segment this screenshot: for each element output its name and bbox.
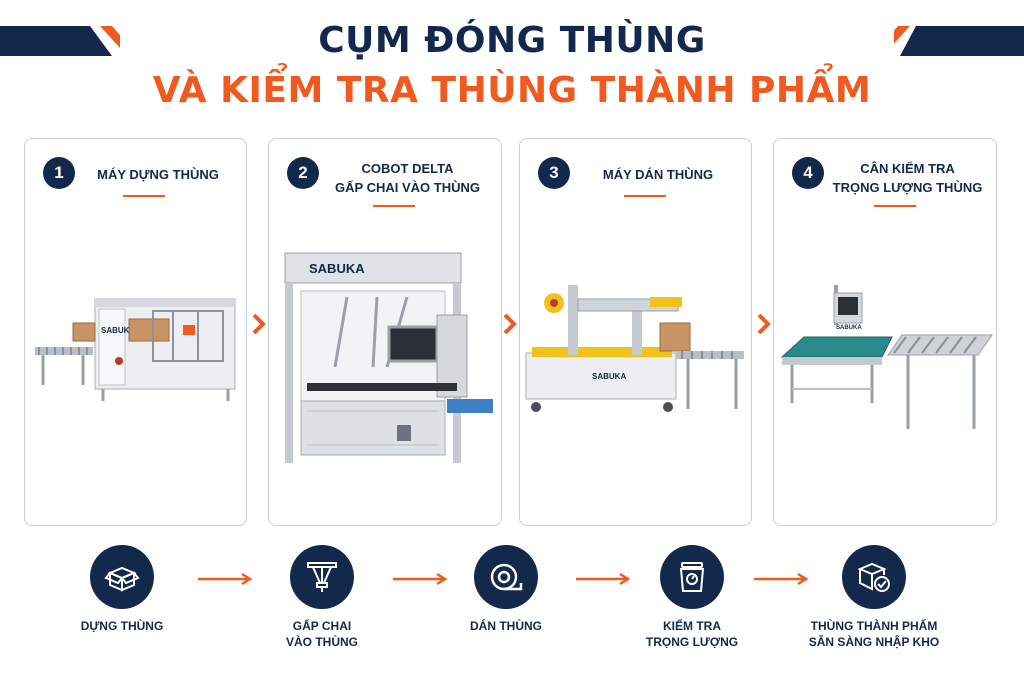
flow-step-3: [474, 545, 538, 609]
header-right-decoration: [894, 26, 1024, 56]
card-title-text: MÁY DỰNG THÙNG: [97, 167, 219, 182]
step-number-badge: 2: [287, 157, 319, 189]
step-number-badge: 1: [43, 157, 75, 189]
sabuka-logo: SABUKA: [592, 372, 626, 381]
flow-arrow-icon: [198, 572, 253, 586]
step-number-badge: 4: [792, 157, 824, 189]
step-number-badge: 3: [538, 157, 570, 189]
weighing-scale-icon: [679, 562, 705, 592]
card-title: COBOT DELTA GẤP CHAI VÀO THÙNG: [324, 159, 491, 197]
sabuka-logo: SABUKA: [309, 261, 365, 276]
card-title: CÂN KIỂM TRA TRỌNG LƯỢNG THÙNG: [829, 159, 986, 197]
sabuka-logo: SABUKA: [101, 326, 135, 335]
checkweigher-machine-image: SABUKA: [780, 285, 993, 429]
title-underline: [624, 195, 666, 197]
card-title: MÁY DỰNG THÙNG: [80, 165, 236, 184]
flow-label: KIỂM TRA TRỌNG LƯỢNG: [602, 618, 782, 650]
tape-roll-icon: [490, 563, 523, 591]
flow-label-line2: TRỌNG LƯỢNG: [645, 635, 739, 649]
flow-label: THÙNG THÀNH PHẨM SẴN SÀNG NHẬP KHO: [784, 618, 964, 650]
page-subtitle: VÀ KIỂM TRA THÙNG THÀNH PHẨM: [152, 70, 872, 111]
flow-label-line1: GẤP CHAI: [292, 619, 352, 633]
box-open-icon: [104, 566, 140, 592]
flow-label-line1: THÙNG THÀNH PHẨM: [810, 619, 938, 633]
title-underline: [373, 205, 415, 207]
flow-step-5: [842, 545, 906, 609]
card-box-erector: 1 MÁY DỰNG THÙNG SABUKA: [24, 138, 247, 526]
chevron-right-icon: [503, 313, 517, 335]
cobot-delta-machine-image: SABUKA: [284, 252, 493, 463]
card-title-line1: COBOT DELTA: [361, 161, 454, 176]
box-check-icon: [857, 562, 890, 592]
header-left-decoration: [0, 26, 120, 56]
flow-label-line1: DÁN THÙNG: [470, 619, 542, 633]
sabuka-logo: SABUKA: [836, 325, 862, 331]
flow-label: GẤP CHAI VÀO THÙNG: [232, 618, 412, 650]
card-title-line1: CÂN KIỂM TRA: [860, 161, 955, 176]
flow-label-line2: VÀO THÙNG: [286, 635, 358, 649]
card-carton-sealer: 3 MÁY DÁN THÙNG SABUKA: [519, 138, 752, 526]
page-title: CỤM ĐÓNG THÙNG: [318, 20, 706, 61]
box-erector-machine-image: SABUKA: [35, 298, 236, 401]
chevron-right-icon: [757, 313, 771, 335]
title-underline: [874, 205, 916, 207]
flow-step-4: [660, 545, 724, 609]
carton-sealer-machine-image: SABUKA: [525, 285, 744, 412]
flow-label-line1: DỰNG THÙNG: [80, 619, 164, 633]
flow-step-1: [90, 545, 154, 609]
card-title-line2: TRỌNG LƯỢNG THÙNG: [832, 180, 983, 195]
flow-label-line1: KIỂM TRA: [663, 619, 721, 633]
flow-label-line2: SẴN SÀNG NHẬP KHO: [808, 635, 940, 649]
flow-arrow-icon: [393, 572, 448, 586]
flow-label: DỰNG THÙNG: [32, 618, 212, 634]
flow-arrow-icon: [754, 572, 809, 586]
card-title-line2: GẤP CHAI VÀO THÙNG: [335, 180, 480, 195]
flow-step-2: [290, 545, 354, 609]
card-title: MÁY DÁN THÙNG: [575, 165, 741, 184]
chevron-right-icon: [252, 313, 266, 335]
delta-robot-icon: [307, 562, 337, 592]
flow-arrow-icon: [576, 572, 631, 586]
flow-label: DÁN THÙNG: [416, 618, 596, 634]
card-cobot-delta: 2 COBOT DELTA GẤP CHAI VÀO THÙNG SABUKA: [268, 138, 502, 526]
title-underline: [123, 195, 165, 197]
card-title-text: MÁY DÁN THÙNG: [602, 167, 714, 182]
card-checkweigher: 4 CÂN KIỂM TRA TRỌNG LƯỢNG THÙNG SABUKA: [773, 138, 997, 526]
